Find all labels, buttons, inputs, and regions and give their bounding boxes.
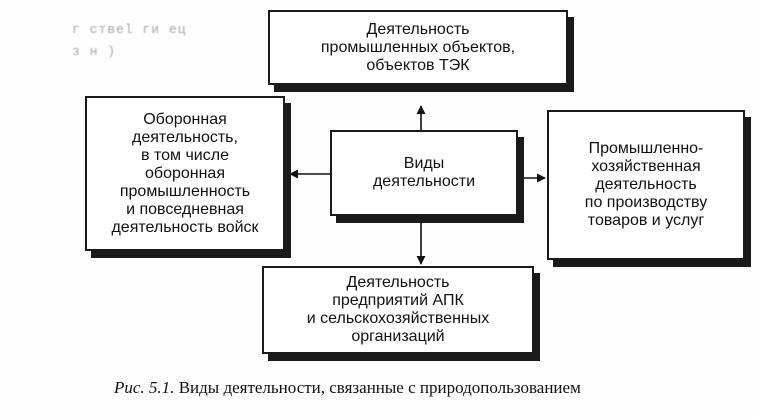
box-center-text: Виды деятельности — [373, 155, 475, 191]
box-bottom-text: Деятельность предприятий АПК и сельскохо… — [307, 274, 490, 346]
box-left-line-7: деятельность войск — [111, 218, 259, 236]
figure-caption-text: Виды деятельности, связанные с природопо… — [178, 378, 581, 397]
box-bottom-line-2: предприятий АПК — [332, 292, 464, 309]
activity-box-industrial-economic: Промышленно- хозяйственная деятельность … — [547, 110, 745, 260]
bleed-through-text-line-2: з н ) — [72, 44, 117, 59]
box-right-line-4: по производству — [584, 194, 708, 211]
figure-caption: Рис. 5.1. Виды деятельности, связанные с… — [114, 378, 754, 398]
activity-box-center-types: Виды деятельности — [330, 130, 518, 216]
box-center-line-2: деятельности — [372, 173, 476, 190]
box-right-line-2: хозяйственная — [591, 158, 701, 175]
box-left-line-5: промышленность — [119, 182, 251, 200]
box-bottom-line-4: организаций — [351, 328, 445, 345]
box-bottom-line-1: Деятельность — [346, 274, 450, 291]
activity-box-industrial-fuel-energy: Деятельность промышленных объектов, объе… — [268, 10, 568, 85]
box-right-line-1: Промышленно- — [588, 140, 704, 157]
box-bottom-line-3: и сельскохозяйственных — [306, 310, 490, 327]
box-top-text: Деятельность промышленных объектов, объе… — [321, 21, 515, 75]
box-top-line-3: объектов ТЭК — [366, 56, 470, 74]
box-center-line-1: Виды — [403, 155, 445, 172]
activity-box-agro: Деятельность предприятий АПК и сельскохо… — [262, 266, 534, 354]
box-top-line-1: Деятельность — [366, 20, 470, 38]
box-right-line-3: деятельность — [595, 176, 697, 193]
box-left-line-3: в том числе — [141, 146, 229, 164]
box-left-line-4: оборонная — [145, 164, 225, 182]
box-top-line-2: промышленных объектов, — [320, 38, 516, 56]
box-left-line-6: и повседневная — [126, 200, 244, 218]
figure-caption-label: Рис. 5.1. — [114, 378, 175, 397]
activity-box-defense: Оборонная деятельность, в том числе обор… — [85, 96, 285, 251]
box-right-line-5: товаров и услуг — [587, 212, 705, 229]
bleed-through-text-line-1: г ствеl ги ец — [72, 22, 187, 37]
box-right-text: Промышленно- хозяйственная деятельность … — [585, 140, 707, 230]
box-left-line-2: деятельность, — [132, 128, 238, 146]
box-left-text: Оборонная деятельность, в том числе обор… — [111, 111, 258, 237]
box-left-line-1: Оборонная — [143, 110, 227, 128]
